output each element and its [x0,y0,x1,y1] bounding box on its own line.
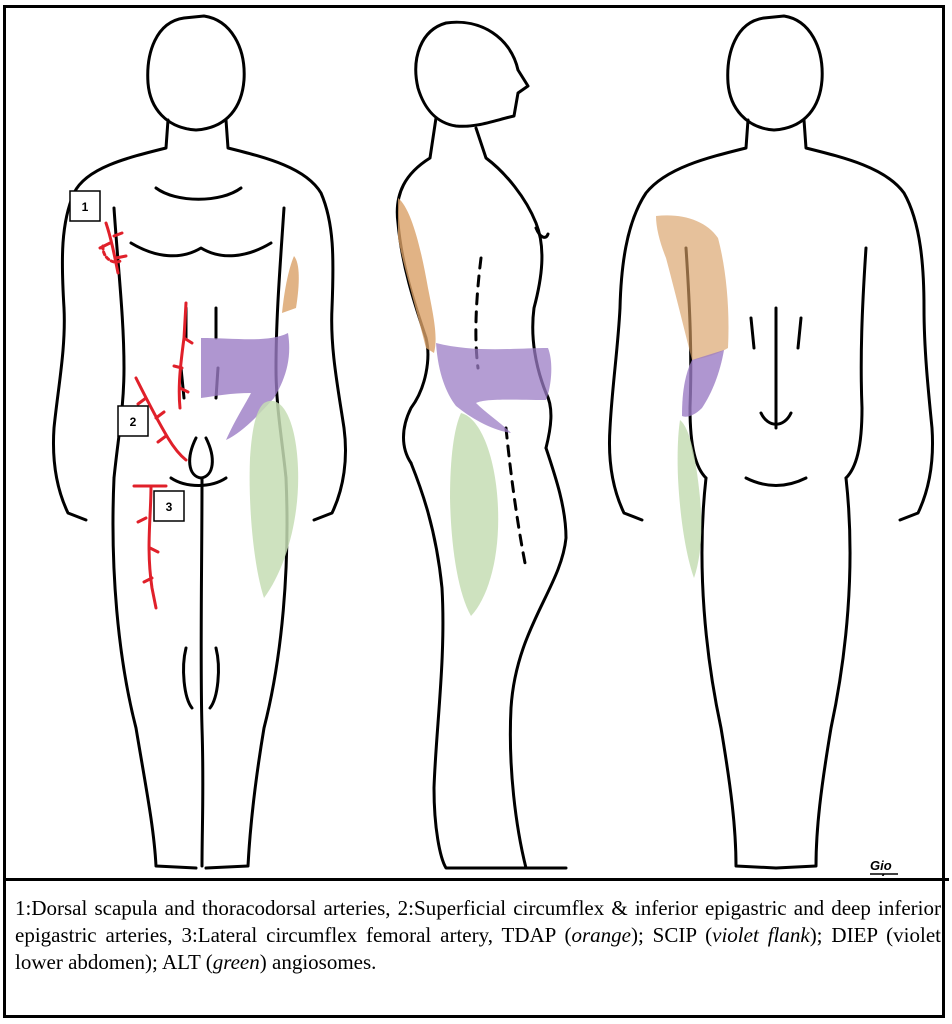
scip-angiosome-side [436,343,551,433]
artist-signature: Gio [870,858,892,873]
anatomy-figure: 1 2 3 Gio [6,8,942,876]
tdap-angiosome-back [656,215,729,360]
signature-underline [870,874,898,876]
label-3: 3 [166,500,173,514]
alt-angiosome-side [450,413,498,616]
front-body-outline [54,16,346,868]
tdap-angiosome-front [282,256,299,313]
label-2: 2 [130,415,137,429]
alt-angiosome-back [678,420,702,578]
alt-angiosome-front [250,401,299,598]
scip-angiosome-back [682,350,724,417]
caption-box: 1:Dorsal scapula and thoracodorsal arter… [3,878,949,1020]
label-1: 1 [82,200,89,214]
back-body-outline [610,16,933,868]
tdap-angiosome-side [398,198,436,353]
figure-caption: 1:Dorsal scapula and thoracodorsal arter… [15,895,941,976]
